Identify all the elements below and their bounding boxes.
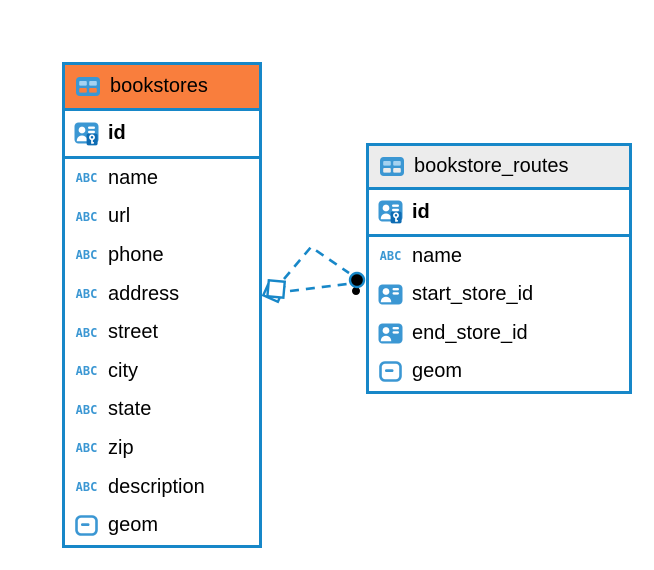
text-type-icon: ABC [75,325,98,340]
column-row-description[interactable]: ABC description [65,468,259,507]
relationship-line-upper[interactable] [283,245,350,280]
column-row-state[interactable]: ABC state [65,391,259,430]
text-type-icon: ABC [75,209,98,224]
text-type-icon: ABC [75,287,98,302]
column-row-phone[interactable]: ABC phone [65,236,259,275]
column-name: url [108,205,131,228]
column-name: name [108,166,159,189]
text-type-icon: ABC [379,249,402,264]
column-list: ABC name ABC url ABC phone ABC address A… [65,159,259,545]
text-type-icon: ABC [75,171,98,186]
column-name: id [412,200,430,223]
foreign-key-icon [377,323,404,344]
column-row-id[interactable]: id [65,111,259,159]
column-row-name[interactable]: ABC name [369,237,629,276]
column-name: geom [108,514,159,537]
table-bookstores-header[interactable]: bookstores [65,65,259,111]
column-row-id[interactable]: id [369,190,629,237]
column-row-city[interactable]: ABC city [65,352,259,391]
table-icon [74,77,101,96]
column-name: geom [412,360,463,383]
column-row-geom[interactable]: geom [65,506,259,545]
column-name: id [108,122,126,144]
relationship-line-lower[interactable] [289,282,348,293]
table-bookstores[interactable]: bookstores id ABC name ABC url ABC phone… [62,62,262,548]
column-name: city [108,359,138,382]
text-type-icon: ABC [75,248,98,263]
table-icon [378,157,405,176]
column-list: ABC name start_store_id end_store_id geo… [369,237,629,391]
column-row-geom[interactable]: geom [369,353,629,392]
column-row-end-store-id[interactable]: end_store_id [369,314,629,353]
column-name: address [108,282,180,305]
geometry-type-icon [377,361,404,383]
table-bookstore-routes-header[interactable]: bookstore_routes [369,146,629,190]
text-type-icon: ABC [75,364,98,379]
column-name: name [412,244,463,267]
text-type-icon: ABC [75,441,98,456]
text-type-icon: ABC [75,402,98,417]
column-row-url[interactable]: ABC url [65,198,259,237]
column-name: state [108,398,152,421]
text-type-icon: ABC [75,480,98,495]
geometry-type-icon [73,515,100,536]
relationship-target-marker[interactable] [348,271,366,297]
column-name: street [108,321,159,344]
column-name: description [108,475,205,498]
column-name: phone [108,243,164,266]
column-row-zip[interactable]: ABC zip [65,429,259,468]
relationship-source-marker[interactable] [261,279,287,304]
table-title: bookstore_routes [414,155,569,177]
column-row-street[interactable]: ABC street [65,313,259,352]
table-title: bookstores [110,75,208,97]
column-row-start-store-id[interactable]: start_store_id [369,276,629,315]
primary-key-icon [377,200,404,224]
primary-key-icon [73,122,100,146]
column-name: start_store_id [412,283,534,306]
column-name: zip [108,436,134,459]
column-row-name[interactable]: ABC name [65,159,259,198]
foreign-key-icon [377,284,404,305]
column-name: end_store_id [412,321,528,344]
column-row-address[interactable]: ABC address [65,275,259,314]
table-bookstore-routes[interactable]: bookstore_routes id ABC name start_store… [366,143,632,394]
